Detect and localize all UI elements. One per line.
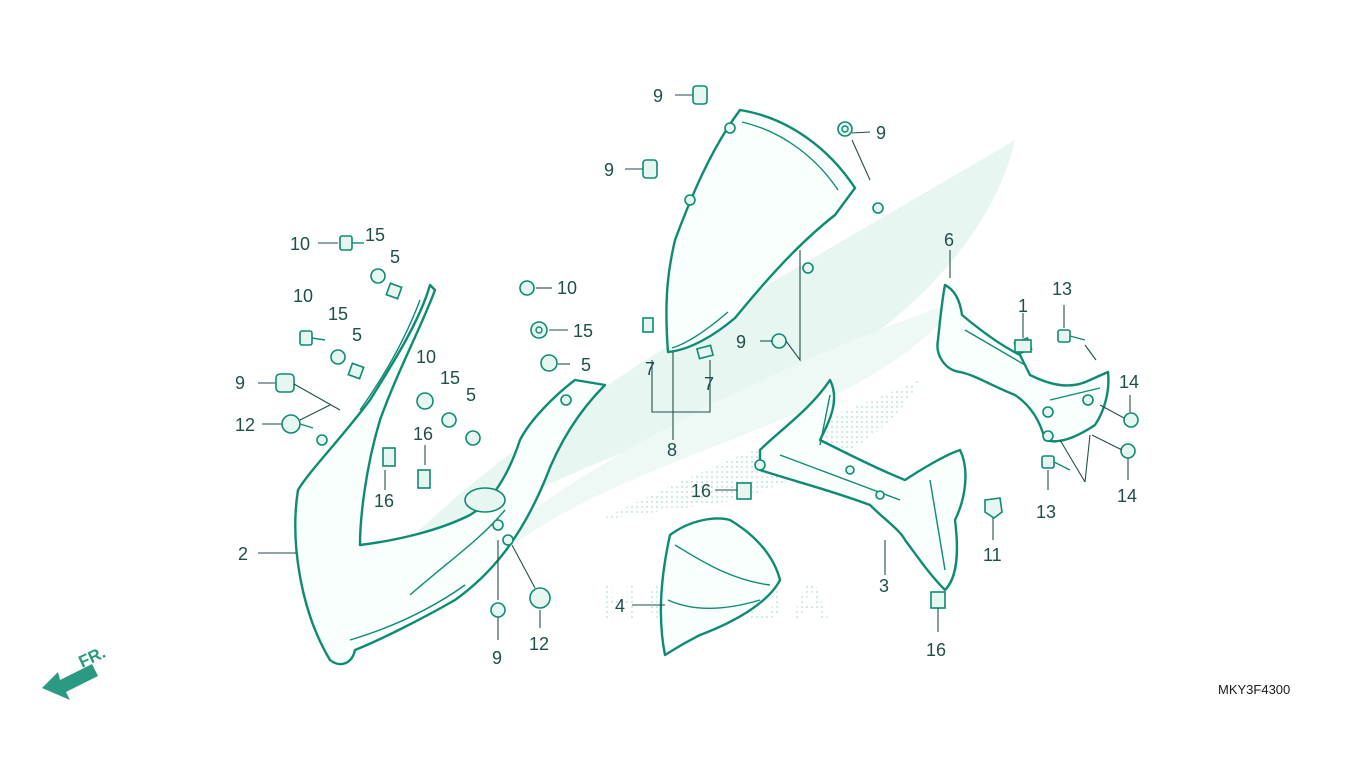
- hardware: [258, 85, 1139, 640]
- callout-6: 6: [944, 230, 954, 250]
- callout-labels: 1 2 3 4 5 5 5 5 6 7 7 8 9 9 9 9 9 9 10 1…: [235, 86, 1139, 668]
- callout-10-d: 10: [416, 347, 436, 367]
- callout-7-a: 7: [645, 359, 655, 379]
- callout-14-a: 14: [1119, 372, 1139, 392]
- front-direction-arrow: FR.: [42, 643, 109, 700]
- front-cowl: [294, 283, 607, 666]
- callout-8: 8: [667, 440, 677, 460]
- callout-9-a: 9: [653, 86, 663, 106]
- callout-10-a: 10: [290, 234, 310, 254]
- callout-5-c: 5: [581, 355, 591, 375]
- callout-13-b: 13: [1036, 502, 1056, 522]
- callout-9-f: 9: [492, 648, 502, 668]
- callout-10-c: 10: [557, 278, 577, 298]
- callout-15-b: 15: [328, 304, 348, 324]
- callout-3: 3: [879, 576, 889, 596]
- callout-15-a: 15: [365, 225, 385, 245]
- windscreen: [665, 108, 884, 354]
- callout-14-b: 14: [1117, 486, 1137, 506]
- callout-11: 11: [983, 545, 1002, 565]
- callout-15-c: 15: [573, 321, 593, 341]
- direction-label: FR.: [76, 643, 109, 672]
- callout-12-b: 12: [529, 634, 549, 654]
- callout-5-a: 5: [390, 247, 400, 267]
- callout-16-b: 16: [374, 491, 394, 511]
- callout-13-a: 13: [1052, 279, 1072, 299]
- callout-9-c: 9: [876, 123, 886, 143]
- callout-16-d: 16: [926, 640, 946, 660]
- callout-2: 2: [238, 544, 248, 564]
- inner-cowl: [659, 517, 782, 657]
- callout-12-a: 12: [235, 415, 255, 435]
- callout-5-b: 5: [352, 325, 362, 345]
- callout-9-b: 9: [604, 160, 614, 180]
- callout-16-c: 16: [691, 481, 711, 501]
- callout-5-d: 5: [466, 385, 476, 405]
- drawing-code: MKY3F4300: [1218, 682, 1290, 697]
- middle-cowl: [754, 378, 967, 592]
- callout-4: 4: [615, 596, 625, 616]
- callout-1: 1: [1018, 296, 1028, 316]
- callout-10-b: 10: [293, 286, 313, 306]
- callout-7-b: 7: [704, 374, 714, 394]
- callout-16-a: 16: [413, 424, 433, 444]
- callout-9-d: 9: [736, 332, 746, 352]
- callout-15-d: 15: [440, 368, 460, 388]
- callout-9-e: 9: [235, 373, 245, 393]
